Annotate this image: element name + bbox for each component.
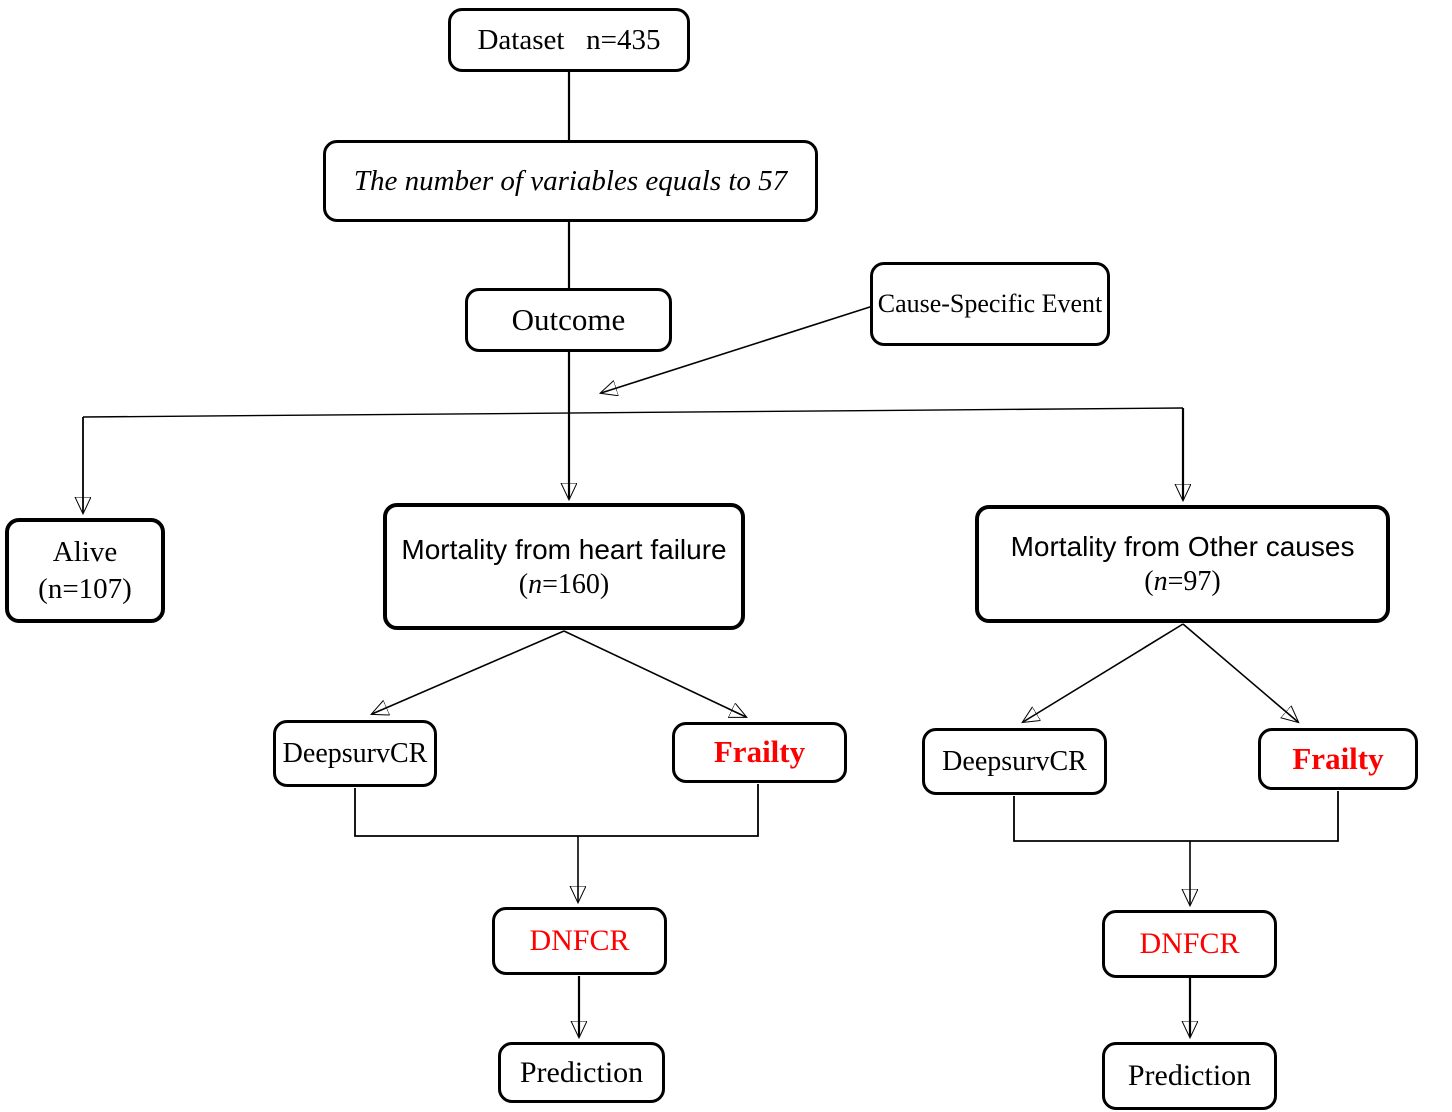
- edge-hf-merge-bracket: [354, 784, 759, 837]
- node-frailty-hf: Frailty: [672, 722, 847, 783]
- edge-mortality-other-frailty: [1182, 623, 1298, 722]
- node-mortality-other-causes: Mortality from Other causes (n=97): [975, 505, 1390, 623]
- edge-mortality-hf-deepsurv: [372, 630, 565, 714]
- node-outcome-label: Outcome: [511, 301, 626, 337]
- node-prediction-hf: Prediction: [498, 1042, 665, 1103]
- node-deepsurv-hf: DeepsurvCR: [273, 720, 437, 787]
- node-dataset-label: Dataset n=435: [477, 23, 661, 56]
- node-cause-specific-event-label: Cause-Specific Event: [877, 288, 1103, 318]
- node-alive-title: Alive: [52, 536, 118, 569]
- node-deepsurv-other: DeepsurvCR: [922, 728, 1107, 795]
- node-frailty-other: Frailty: [1258, 728, 1418, 790]
- node-frailty-other-label: Frailty: [1292, 740, 1384, 776]
- node-outcome: Outcome: [465, 288, 672, 352]
- node-variables-label: The number of variables equals to 57: [353, 164, 788, 197]
- node-cause-specific-event: Cause-Specific Event: [870, 262, 1110, 346]
- edge-mortality-other-deepsurv: [1023, 623, 1184, 722]
- node-mortality-other-causes-count: (n=97): [1144, 566, 1221, 597]
- node-dataset: Dataset n=435: [448, 8, 690, 72]
- node-prediction-hf-label: Prediction: [519, 1055, 644, 1089]
- node-dnfcr-hf-label: DNFCR: [529, 924, 630, 958]
- node-prediction-other: Prediction: [1102, 1042, 1277, 1110]
- node-dnfcr-other: DNFCR: [1102, 910, 1277, 978]
- node-variables: The number of variables equals to 57: [323, 140, 818, 222]
- node-dnfcr-hf: DNFCR: [492, 907, 667, 975]
- node-mortality-heart-failure: Mortality from heart failure (n=160): [383, 503, 745, 630]
- edge-branch-horizontal: [82, 407, 1184, 418]
- node-alive-count: (n=107): [38, 572, 132, 605]
- edge-mortality-hf-frailty: [563, 630, 746, 717]
- node-alive: Alive (n=107): [5, 518, 165, 623]
- node-frailty-hf-label: Frailty: [713, 734, 806, 770]
- node-mortality-heart-failure-title: Mortality from heart failure: [401, 533, 727, 565]
- node-mortality-other-causes-title: Mortality from Other causes: [1010, 531, 1355, 562]
- node-prediction-other-label: Prediction: [1127, 1059, 1252, 1093]
- edge-other-merge-bracket: [1013, 791, 1339, 842]
- node-mortality-heart-failure-count: (n=160): [518, 568, 610, 600]
- node-deepsurv-other-label: DeepsurvCR: [942, 746, 1087, 777]
- node-dnfcr-other-label: DNFCR: [1139, 927, 1240, 961]
- node-deepsurv-hf-label: DeepsurvCR: [282, 738, 428, 769]
